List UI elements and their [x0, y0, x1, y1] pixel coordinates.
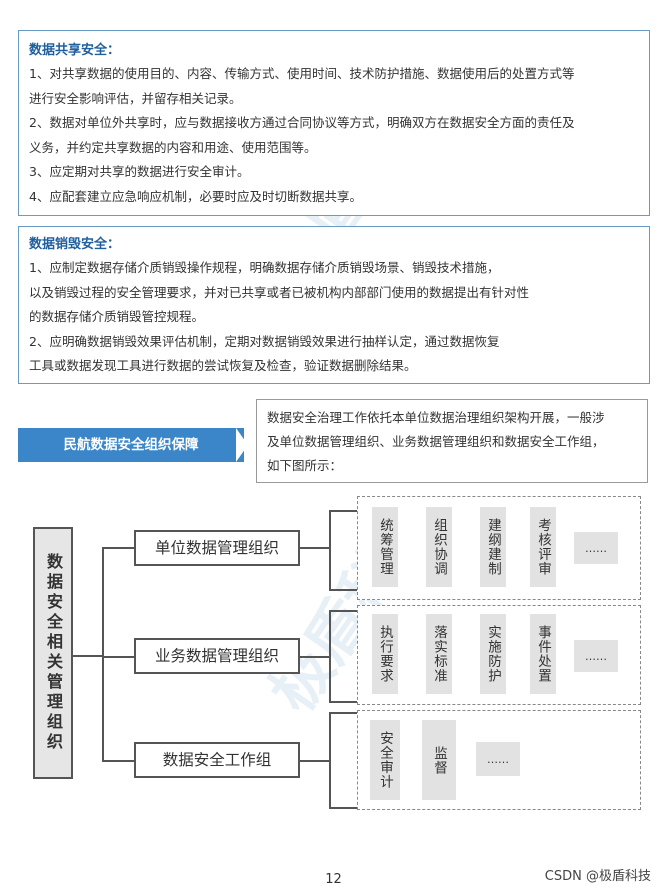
- connector: [329, 510, 331, 590]
- connector: [329, 712, 357, 714]
- responsibility-tile: 统筹管理: [372, 507, 398, 587]
- text-line: 义务，并约定共享数据的内容和用途、使用范围等。: [29, 139, 317, 155]
- responsibility-tile: 考核评审: [530, 507, 556, 587]
- responsibility-tile: 组织协调: [426, 507, 452, 587]
- org-root-node: 数据安全相关管理组织: [33, 527, 73, 779]
- more-tile: ……: [574, 532, 618, 564]
- responsibility-tile: 安全审计: [370, 720, 400, 800]
- responsibility-tile: 建纲建制: [480, 507, 506, 587]
- intro-line: 数据安全治理工作依托本单位数据治理组织架构开展，一般涉: [267, 410, 605, 425]
- more-tile: ……: [476, 742, 520, 776]
- connector: [329, 510, 357, 512]
- text-line: 工具或数据发现工具进行数据的尝试恢复及检查，验证数据删除结果。: [29, 358, 417, 373]
- connector: [329, 610, 331, 702]
- connector: [102, 547, 134, 549]
- text-line: 1、应制定数据存储介质销毁操作规程，明确数据存储介质销毁场景、销毁技术措施，: [29, 260, 500, 275]
- text-line: 以及销毁过程的安全管理要求，并对已共享或者已被机构内部部门使用的数据提出有针对性: [29, 284, 530, 300]
- connector: [329, 712, 331, 808]
- data-destruction-security-box: 数据销毁安全： 1、应制定数据存储介质销毁操作规程，明确数据存储介质销毁场景、销…: [18, 226, 650, 384]
- connector: [102, 656, 134, 658]
- responsibility-tile: 事件处置: [530, 614, 556, 694]
- text-line: 1、对共享数据的使用目的、内容、传输方式、使用时间、技术防护措施、数据使用后的处…: [29, 66, 575, 81]
- section-banner: 民航数据安全组织保障: [18, 428, 244, 462]
- org-branch-node: 业务数据管理组织: [134, 638, 300, 674]
- connector: [329, 589, 357, 591]
- text-line: 进行安全影响评估，并留存相关记录。: [29, 90, 242, 106]
- responsibility-tile: 监督: [422, 720, 456, 800]
- text-line: 2、数据对单位外共享时，应与数据接收方通过合同协议等方式，明确双方在数据安全方面…: [29, 115, 575, 130]
- text-line: 2、应明确数据销毁效果评估机制，定期对数据销毁效果进行抽样认定，通过数据恢复: [29, 333, 500, 349]
- page-number: 12: [325, 872, 342, 887]
- org-root-label: 数据安全相关管理组织: [44, 553, 63, 753]
- text-line: 的数据存储介质销毁管控规程。: [29, 309, 205, 324]
- responsibility-tile: 落实标准: [426, 614, 452, 694]
- org-branch-node: 单位数据管理组织: [134, 530, 300, 566]
- connector: [300, 656, 330, 658]
- connector: [300, 760, 330, 762]
- source-credit: CSDN @极盾科技: [544, 869, 651, 884]
- banner-notch: [236, 428, 248, 462]
- intro-line: 如下图所示：: [267, 458, 343, 473]
- org-branch-node: 数据安全工作组: [134, 742, 300, 778]
- responsibility-tile: 实施防护: [480, 614, 506, 694]
- intro-box: 数据安全治理工作依托本单位数据治理组织架构开展，一般涉 及单位数据管理组织、业务…: [256, 399, 648, 483]
- section-title: 数据共享安全：: [29, 43, 121, 58]
- connector: [102, 547, 104, 761]
- text-line: 3、应定期对共享的数据进行安全审计。: [29, 164, 250, 179]
- intro-line: 及单位数据管理组织、业务数据管理组织和数据安全工作组，: [267, 434, 605, 449]
- text-line: 4、应配套建立应急响应机制，必要时应及时切断数据共享。: [29, 188, 362, 204]
- data-sharing-security-box: 数据共享安全： 1、对共享数据的使用目的、内容、传输方式、使用时间、技术防护措施…: [18, 30, 650, 216]
- more-tile: ……: [574, 640, 618, 672]
- connector: [329, 807, 357, 809]
- section-title: 数据销毁安全：: [29, 237, 121, 252]
- connector: [329, 701, 357, 703]
- connector: [329, 610, 357, 612]
- connector: [73, 655, 103, 657]
- connector: [300, 547, 330, 549]
- connector: [102, 760, 134, 762]
- responsibility-tile: 执行要求: [372, 614, 398, 694]
